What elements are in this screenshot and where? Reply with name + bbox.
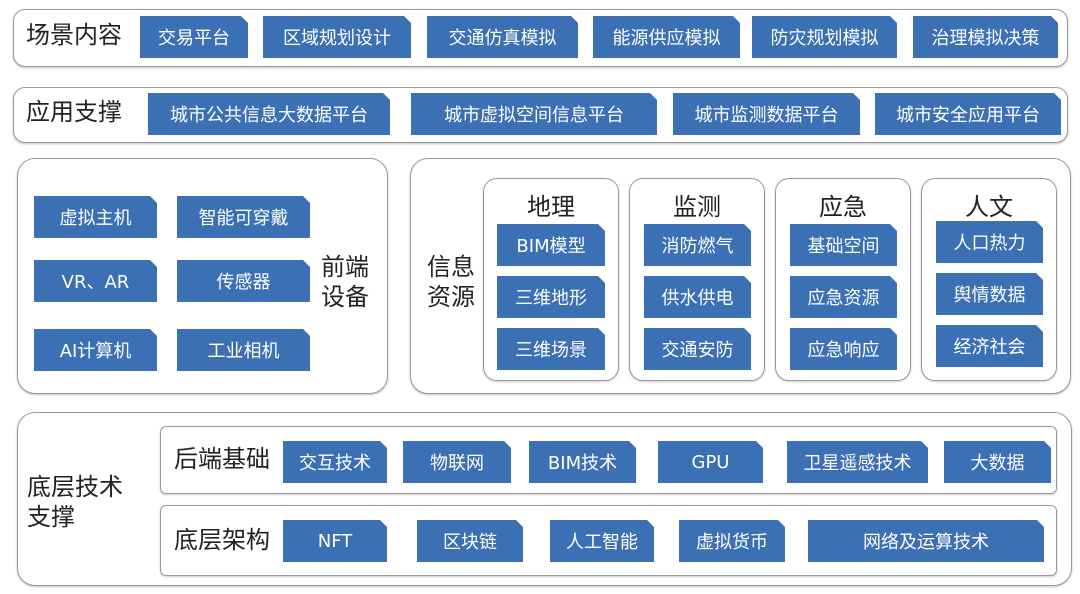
scene-item-disaster-planning: 防灾规划模拟 — [752, 16, 897, 58]
scene-item-regional-planning: 区域规划设计 — [263, 16, 411, 58]
support-item-safety-app: 城市安全应用平台 — [875, 93, 1061, 135]
scene-item-traffic-simulation: 交通仿真模拟 — [427, 16, 578, 58]
scene-item-energy-simulation: 能源供应模拟 — [593, 16, 740, 58]
arch-item-virtual-currency: 虚拟货币 — [679, 520, 785, 562]
support-item-virtual-space: 城市虚拟空间信息平台 — [411, 93, 657, 135]
info-item-traffic-security: 交通安防 — [644, 328, 751, 370]
info-resources-title: 信息 资源 — [427, 253, 475, 311]
arch-item-network-computing: 网络及运算技术 — [808, 520, 1044, 562]
info-item-population-heat: 人口热力 — [936, 221, 1043, 263]
info-item-fire-gas: 消防燃气 — [644, 224, 751, 266]
info-column-humanities-head: 人文 — [965, 193, 1013, 221]
backend-item-bim-tech: BIM技术 — [529, 441, 636, 483]
arch-item-blockchain: 区块链 — [417, 520, 523, 562]
device-ai-computer: AI计算机 — [34, 329, 157, 371]
device-virtual-host: 虚拟主机 — [34, 196, 157, 238]
scene-item-trading-platform: 交易平台 — [140, 16, 248, 58]
device-sensor: 传感器 — [177, 260, 310, 302]
arch-item-nft: NFT — [283, 520, 387, 562]
backend-item-big-data: 大数据 — [944, 441, 1051, 483]
backend-item-interaction: 交互技术 — [283, 441, 387, 483]
info-item-public-opinion: 舆情数据 — [936, 273, 1043, 315]
scene-content-title: 场景内容 — [26, 21, 122, 49]
frontend-devices-title: 前端 设备 — [321, 253, 369, 311]
device-wearable: 智能可穿戴 — [177, 196, 310, 238]
bottom-tech-title: 底层技术 支撑 — [27, 473, 123, 531]
info-column-emergency-head: 应急 — [819, 193, 867, 221]
info-column-monitoring-head: 监测 — [673, 193, 721, 221]
info-item-water-power: 供水供电 — [644, 276, 751, 318]
backend-item-iot: 物联网 — [403, 441, 511, 483]
info-item-base-space: 基础空间 — [790, 224, 897, 266]
backend-item-gpu: GPU — [658, 441, 763, 483]
info-item-emergency-resources: 应急资源 — [790, 276, 897, 318]
app-support-title: 应用支撑 — [26, 98, 122, 126]
arch-item-ai: 人工智能 — [550, 520, 654, 562]
scene-item-governance-decision: 治理模拟决策 — [913, 16, 1058, 58]
info-item-emergency-response: 应急响应 — [790, 328, 897, 370]
base-architecture-title: 底层架构 — [174, 526, 270, 554]
info-column-geography-head: 地理 — [527, 193, 575, 221]
info-item-bim-model: BIM模型 — [497, 224, 605, 266]
backend-item-satellite-remote-sensing: 卫星遥感技术 — [787, 441, 928, 483]
info-item-economy-society: 经济社会 — [936, 325, 1043, 367]
info-item-3d-terrain: 三维地形 — [497, 276, 605, 318]
device-industrial-camera: 工业相机 — [177, 329, 310, 371]
support-item-public-bigdata: 城市公共信息大数据平台 — [148, 93, 390, 135]
device-vr-ar: VR、AR — [34, 260, 157, 302]
support-item-monitoring-data: 城市监测数据平台 — [673, 93, 860, 135]
backend-basis-title: 后端基础 — [174, 445, 270, 473]
info-item-3d-scene: 三维场景 — [497, 328, 605, 370]
